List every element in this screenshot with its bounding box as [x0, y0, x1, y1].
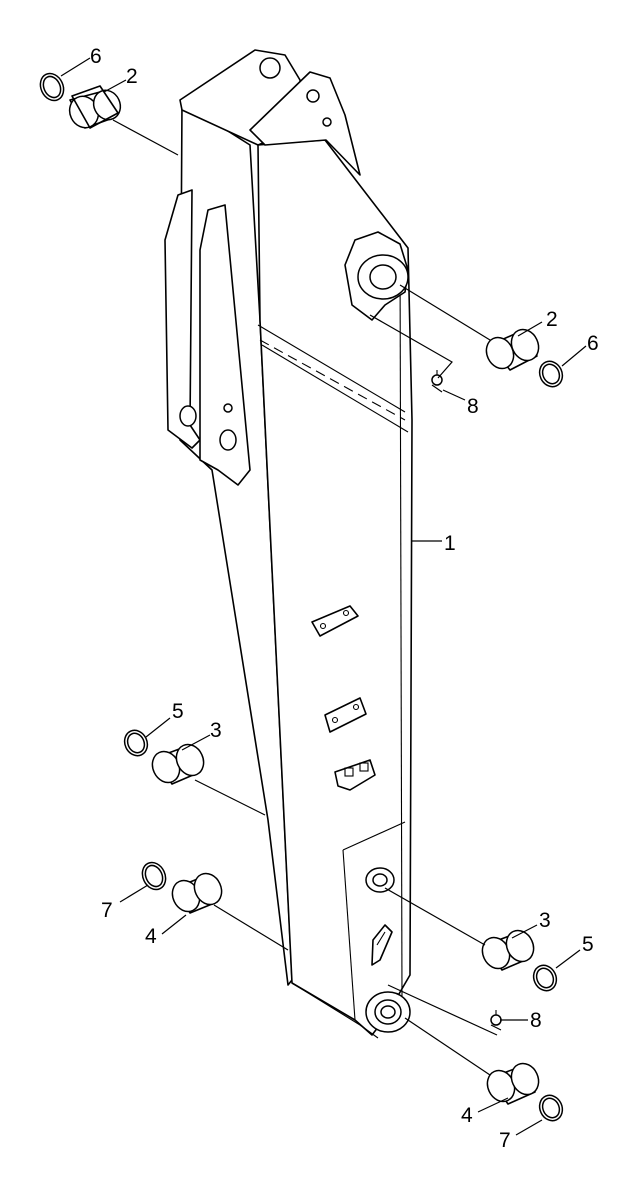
callout-7-left: 7 [101, 899, 113, 922]
callout-3-right: 3 [539, 909, 551, 932]
grease-fitting-upper [431, 370, 443, 393]
callout-leaders [60, 57, 587, 1136]
bushing-4-left [171, 872, 223, 914]
callout-5-left: 5 [172, 700, 184, 723]
mounting-bracket-3 [334, 759, 376, 791]
boom-foot-boss [365, 991, 411, 1033]
callout-4-left: 4 [145, 925, 157, 948]
ring-5-left [123, 729, 149, 757]
callout-2-top: 2 [126, 65, 138, 88]
upper-pin-boss [344, 231, 409, 321]
ring-6-top-left [39, 72, 65, 102]
callout-labels: 6 2 2 6 8 1 5 3 7 4 3 5 8 4 7 [90, 45, 599, 1152]
bushing-2-right [485, 328, 540, 371]
callout-2-right: 2 [546, 308, 558, 331]
bushing-2-top-left [68, 85, 122, 129]
boom-body [164, 49, 413, 1039]
callout-3-left: 3 [210, 719, 222, 742]
bushing-3-left [151, 743, 205, 785]
callout-8-upper: 8 [467, 395, 479, 418]
ring-7-right [538, 1094, 564, 1122]
callout-7-right: 7 [499, 1129, 511, 1152]
arm-cylinder-boss [365, 867, 395, 966]
mounting-bracket-2 [324, 697, 367, 733]
callout-1: 1 [444, 532, 456, 555]
assembly-lines [112, 119, 498, 1076]
callout-6-top: 6 [90, 45, 102, 68]
callout-8-lower: 8 [530, 1009, 542, 1032]
ring-5-right [532, 964, 558, 992]
bushing-3-right [481, 929, 535, 971]
callout-6-right: 6 [587, 332, 599, 355]
grease-fitting-lower [490, 1010, 502, 1031]
callout-4-right: 4 [461, 1104, 473, 1127]
ring-7-left [141, 861, 167, 891]
callout-5-right: 5 [582, 933, 594, 956]
bushing-4-right [486, 1062, 540, 1105]
ring-6-right [538, 360, 564, 388]
mounting-bracket-1 [311, 605, 359, 637]
